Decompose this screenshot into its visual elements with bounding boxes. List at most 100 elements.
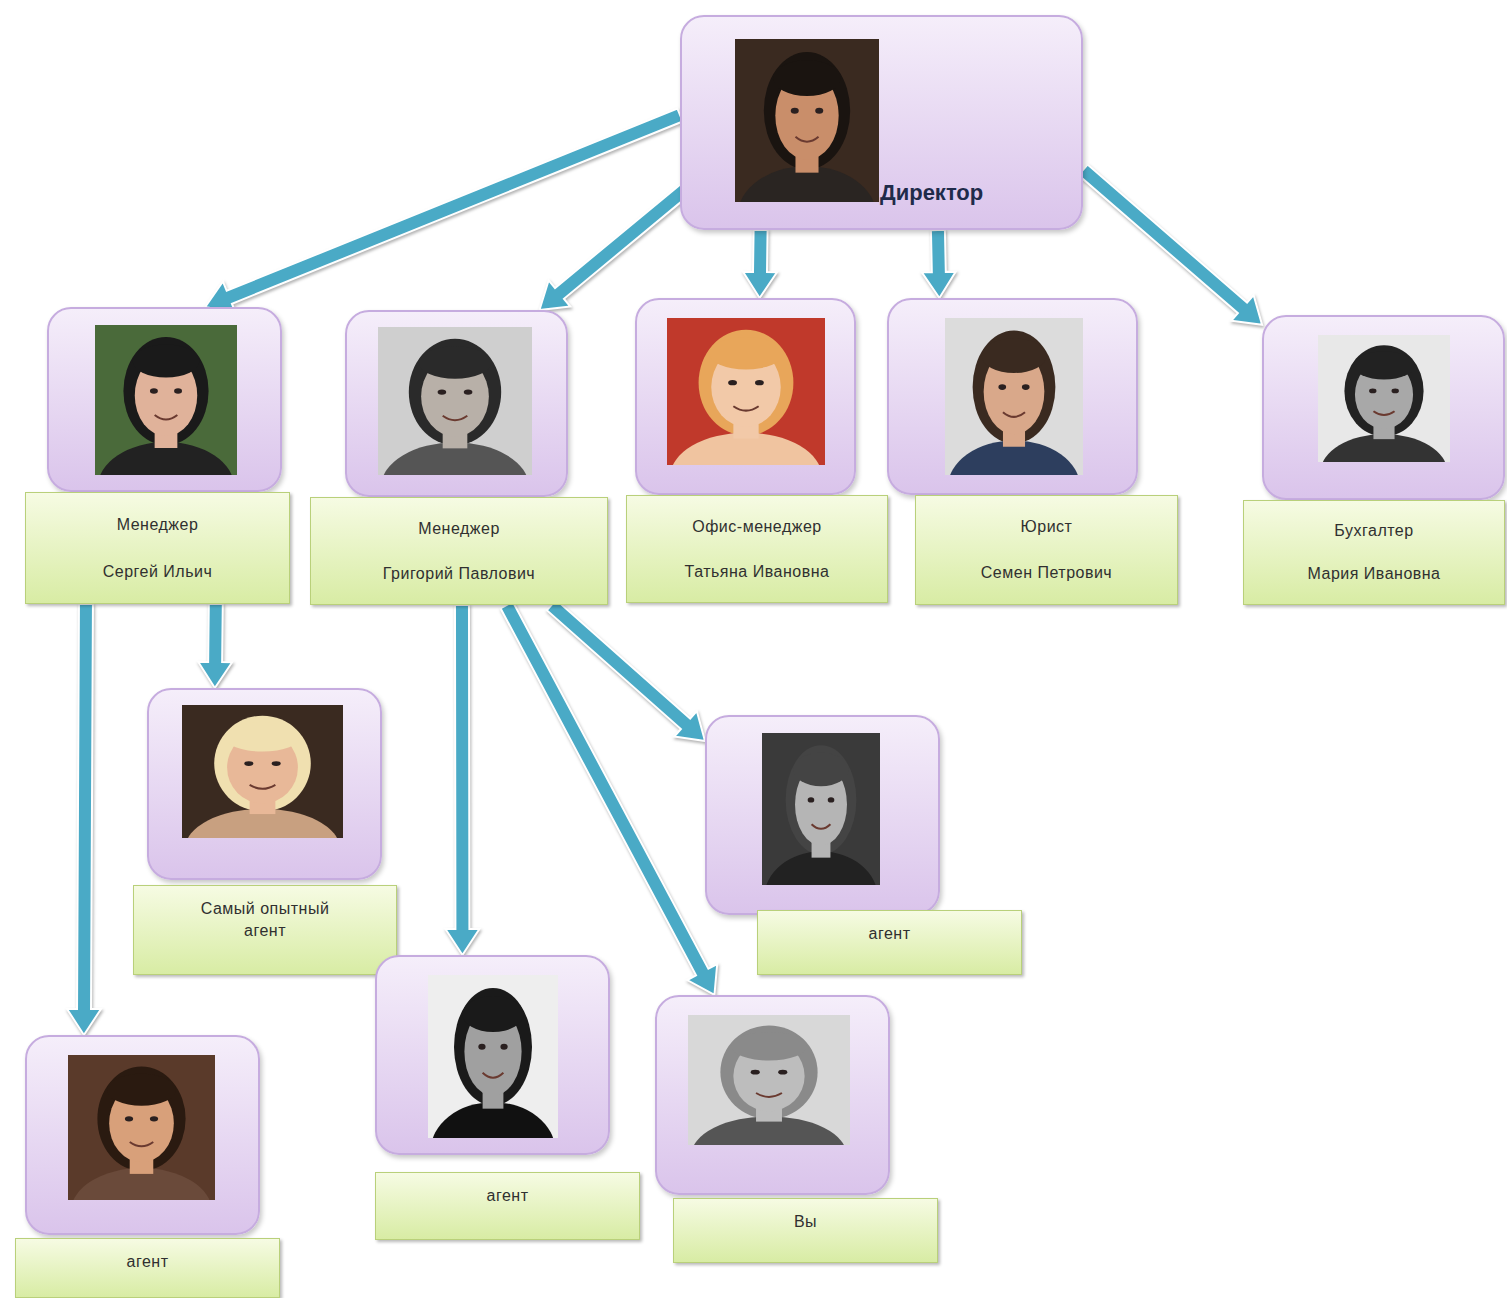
mouth xyxy=(795,137,818,142)
mouth xyxy=(130,1142,154,1146)
hierarchy-arrow xyxy=(922,230,956,298)
eye xyxy=(244,761,253,766)
portrait xyxy=(735,39,879,202)
mouth xyxy=(483,1073,504,1078)
role-text: агент xyxy=(127,1251,169,1273)
name-label: Вы xyxy=(673,1198,938,1263)
photo-frame xyxy=(147,688,382,880)
org-node: агент xyxy=(15,1035,280,1298)
role-text: Юрист xyxy=(1021,516,1073,538)
hair xyxy=(214,716,311,812)
eye xyxy=(125,1116,133,1121)
portrait xyxy=(688,1015,850,1145)
person-name: Григорий Павлович xyxy=(383,563,535,585)
eye xyxy=(828,797,835,802)
photo-frame xyxy=(47,307,282,492)
eye xyxy=(500,1044,507,1050)
role-title: Директор xyxy=(880,180,983,206)
photo-frame xyxy=(705,715,940,915)
photo-frame xyxy=(25,1035,260,1235)
portrait xyxy=(378,327,532,475)
name-label: Самый опытный агент xyxy=(133,885,397,975)
hierarchy-arrow xyxy=(743,230,777,298)
org-node: агент xyxy=(375,955,640,1240)
hierarchy-arrow xyxy=(547,600,705,741)
hair-top xyxy=(1353,352,1415,380)
hair-top xyxy=(419,346,491,379)
photo-frame xyxy=(887,298,1138,495)
person-name: Татьяна Ивановна xyxy=(685,561,830,583)
name-label: ЮристСемен Петрович xyxy=(915,495,1178,605)
org-node: Вы xyxy=(655,995,938,1263)
hair xyxy=(764,52,850,169)
eye xyxy=(815,108,823,114)
role-text: Офис-менеджер xyxy=(692,516,822,538)
hair-top xyxy=(709,337,783,369)
hierarchy-arrow xyxy=(205,108,682,313)
hierarchy-arrow xyxy=(445,605,479,955)
eye xyxy=(998,384,1006,390)
hair-top xyxy=(773,60,841,96)
hair xyxy=(699,330,794,436)
portrait xyxy=(762,733,880,885)
mouth xyxy=(443,416,468,420)
eye xyxy=(728,380,737,385)
hair-top xyxy=(225,722,301,751)
eye xyxy=(1022,384,1030,390)
name-label: агент xyxy=(757,910,1022,975)
hair-top xyxy=(133,345,200,378)
photo-frame xyxy=(1262,315,1505,500)
photo-frame xyxy=(345,310,568,497)
person-name: Мария Ивановна xyxy=(1307,563,1440,585)
hair-top xyxy=(107,1074,176,1106)
org-node: МенеджерСергей Ильич xyxy=(25,307,290,604)
mouth xyxy=(1003,412,1025,417)
name-label: агент xyxy=(375,1172,640,1240)
org-node: ЮристСемен Петрович xyxy=(887,298,1178,605)
eye xyxy=(778,1070,787,1075)
hair xyxy=(973,331,1056,444)
name-label: МенеджерСергей Ильич xyxy=(25,492,290,604)
hair xyxy=(454,988,532,1105)
hair xyxy=(123,337,208,445)
eye xyxy=(464,389,473,394)
org-node: агент xyxy=(705,715,1022,975)
hair-top xyxy=(462,996,523,1032)
eye xyxy=(478,1044,485,1050)
role-text: агент xyxy=(487,1185,529,1207)
role-text: Менеджер xyxy=(117,514,199,536)
eye xyxy=(174,388,182,393)
eye xyxy=(150,1116,158,1121)
eye xyxy=(755,380,764,385)
role-text: агент xyxy=(869,923,911,945)
eye xyxy=(1369,389,1376,394)
portrait xyxy=(428,975,558,1138)
portrait xyxy=(945,318,1083,475)
eye xyxy=(791,108,799,114)
eye xyxy=(150,388,158,393)
hierarchy-arrow xyxy=(539,182,692,310)
mouth xyxy=(756,1093,782,1097)
photo-frame xyxy=(655,995,890,1195)
org-node: Директор xyxy=(680,15,1083,230)
role-text: Бухгалтер xyxy=(1334,520,1413,542)
person-name: Семен Петрович xyxy=(981,562,1112,584)
eye xyxy=(808,797,815,802)
mouth xyxy=(733,406,758,410)
photo-frame xyxy=(635,298,856,495)
name-label: агент xyxy=(15,1238,280,1298)
name-label: Офис-менеджерТатьяна Ивановна xyxy=(626,495,888,603)
eye xyxy=(1392,389,1399,394)
org-node: Офис-менеджерТатьяна Ивановна xyxy=(626,298,888,603)
hair xyxy=(1344,345,1423,436)
role-text: Самый опытный агент xyxy=(190,898,340,941)
hair xyxy=(97,1067,185,1171)
hierarchy-arrow xyxy=(67,604,101,1035)
hierarchy-arrow xyxy=(198,604,232,688)
portrait xyxy=(182,705,343,838)
mouth xyxy=(812,824,831,829)
org-node: МенеджерГригорий Павлович xyxy=(310,310,608,605)
person-name: Сергей Ильич xyxy=(103,561,213,583)
org-node: Самый опытный агент xyxy=(133,688,397,975)
portrait xyxy=(68,1055,215,1200)
